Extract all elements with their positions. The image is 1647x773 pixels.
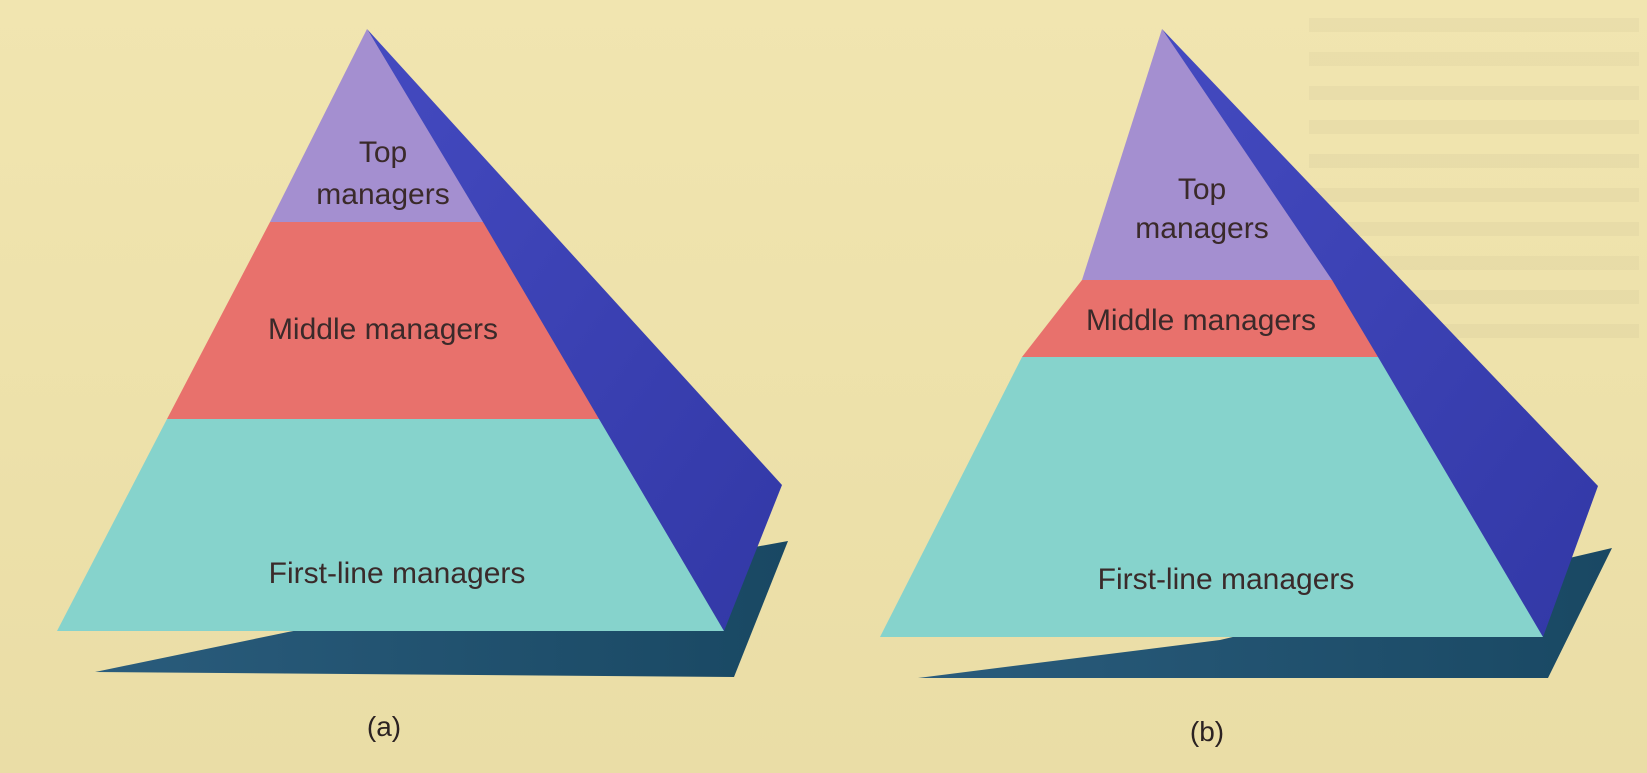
pyramid-a: Top managers Middle managers First-line … bbox=[57, 29, 788, 742]
pyramid-b-top-label-line2: managers bbox=[1135, 212, 1268, 245]
pyramid-a-top-label-line2: managers bbox=[316, 178, 449, 211]
pyramid-a-top-layer bbox=[270, 29, 483, 222]
pyramid-b-top-label-line1: Top bbox=[1178, 173, 1226, 206]
pyramid-b-middle-layer bbox=[1022, 280, 1378, 357]
pyramid-a-top-label-line1: Top bbox=[359, 136, 407, 169]
pyramid-b-middle-label: Middle managers bbox=[1086, 304, 1316, 337]
pyramid-a-first-line-label: First-line managers bbox=[269, 557, 526, 590]
pyramid-b-shadow bbox=[918, 548, 1612, 678]
pyramid-a-caption: (a) bbox=[367, 711, 401, 742]
pyramid-b-first-line-layer bbox=[880, 357, 1543, 637]
pyramid-a-first-line-layer bbox=[57, 419, 724, 631]
pyramid-b-side-face bbox=[1162, 29, 1598, 637]
pyramid-a-side-face bbox=[367, 29, 782, 631]
pyramid-b: Top managers Middle managers First-line … bbox=[880, 29, 1612, 747]
pyramid-b-caption: (b) bbox=[1190, 716, 1224, 747]
pyramid-b-first-line-label: First-line managers bbox=[1098, 563, 1355, 596]
pyramid-a-middle-layer bbox=[167, 222, 599, 419]
pyramid-b-top-layer bbox=[1082, 29, 1332, 280]
pyramid-a-middle-label: Middle managers bbox=[268, 313, 498, 346]
